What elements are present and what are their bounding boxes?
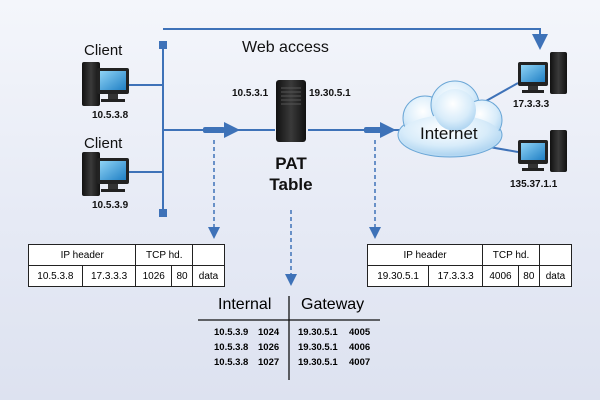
source-ip-cell: 19.30.5.1 (366, 265, 430, 287)
data-cell: data (538, 265, 573, 287)
internal-port: 1026 (258, 342, 280, 353)
client-ip: 10.5.3.8 (92, 110, 129, 121)
tcp-header-cell: TCP hd. (135, 244, 194, 266)
pat-label-line: PAT (275, 154, 307, 173)
router-icon (276, 80, 306, 142)
data-cell: data (192, 265, 225, 287)
client-ip: 10.5.3.9 (92, 200, 129, 211)
server-ip: 135.37.1.1 (510, 179, 558, 190)
gateway-column-header: Gateway (301, 296, 365, 313)
ip-header-cell: IP header (27, 244, 137, 266)
dest-ip-cell: 17.3.3.3 (81, 265, 137, 287)
client-label: Client (84, 42, 123, 59)
dest-port-cell: 80 (170, 265, 194, 287)
client-computer-icon (82, 152, 129, 196)
client-label: Client (84, 135, 123, 152)
internet-label: Internet (420, 124, 478, 143)
gateway-ip: 19.30.5.1 (298, 327, 338, 338)
web-access-arrow (163, 28, 548, 50)
bus-end-bottom (159, 209, 167, 217)
internet-cloud-icon (397, 80, 503, 158)
gateway-ip: 19.30.5.1 (298, 342, 338, 353)
gateway-port: 4005 (349, 327, 371, 338)
internal-ip: 10.5.3.8 (214, 342, 249, 353)
router-inner-ip: 10.5.3.1 (232, 88, 269, 99)
server-computer-icon (518, 130, 567, 172)
internal-ip: 10.5.3.9 (214, 327, 249, 338)
server-computer-icon (518, 52, 567, 94)
packet-marker-right (364, 122, 396, 138)
router-outer-ip: 19.30.5.1 (309, 88, 351, 99)
web-access-label: Web access (242, 39, 329, 56)
client-computer-icon (82, 62, 129, 106)
internal-ip: 10.5.3.8 (214, 357, 249, 368)
ip-header-cell: IP header (366, 244, 484, 266)
packet-right: IP header TCP hd. 19.30.5.1 17.3.3.3 400… (366, 244, 573, 287)
gateway-port: 4007 (349, 357, 371, 368)
pat-table-dividers (198, 296, 380, 380)
gateway-ip: 19.30.5.1 (298, 357, 338, 368)
source-port-cell: 1026 (135, 265, 172, 287)
bus-end-top (159, 41, 167, 49)
dest-ip-cell: 17.3.3.3 (428, 265, 484, 287)
internal-port: 1024 (258, 327, 280, 338)
empty-cell (192, 244, 225, 266)
source-ip-cell: 10.5.3.8 (28, 265, 83, 287)
dest-port-cell: 80 (517, 265, 540, 287)
gateway-port: 4006 (349, 342, 371, 353)
source-port-cell: 4006 (482, 265, 519, 287)
internal-port: 1027 (258, 357, 280, 368)
pat-label-line: Table (269, 175, 313, 194)
server-ip: 17.3.3.3 (513, 99, 550, 110)
empty-cell (538, 244, 573, 266)
pat-table-label: PAT Table (258, 153, 324, 195)
tcp-header-cell: TCP hd. (482, 244, 540, 266)
internal-column-header: Internal (218, 296, 272, 313)
packet-left: IP header TCP hd. 10.5.3.8 17.3.3.3 1026… (27, 244, 225, 287)
packet-marker-left (203, 122, 240, 138)
